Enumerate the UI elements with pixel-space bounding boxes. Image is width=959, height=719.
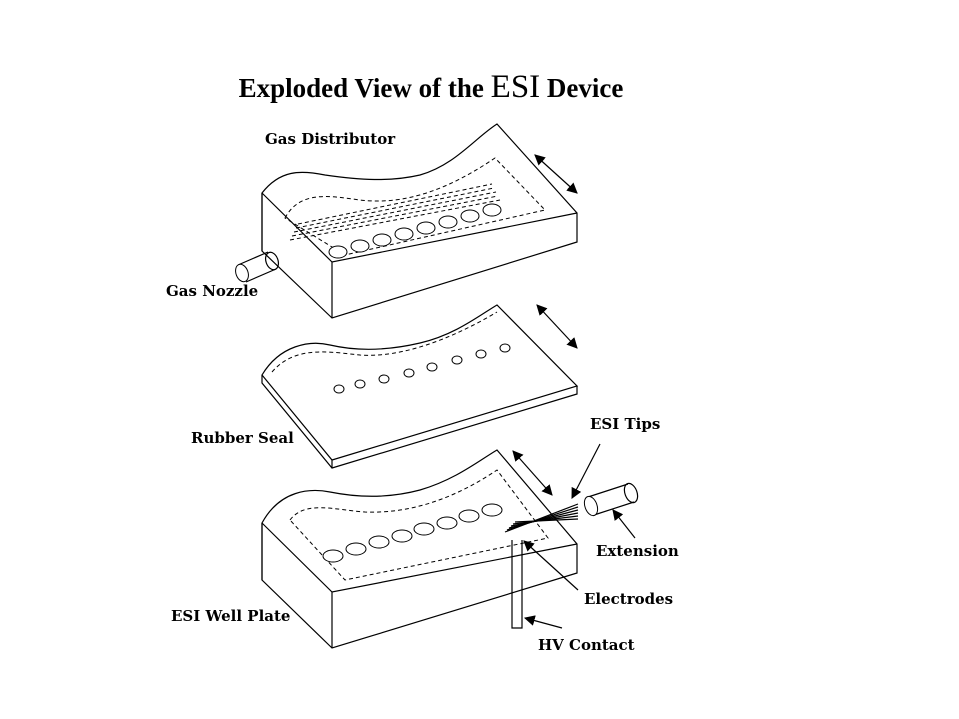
- extension-pointer-arrow: [612, 509, 636, 539]
- esi-well-plate-label: ESI Well Plate: [171, 607, 290, 625]
- esi-well-plate-wells: [322, 503, 503, 563]
- gas-distributor-alignment-arrow: [534, 154, 578, 194]
- esi-tips-label: ESI Tips: [590, 415, 660, 433]
- extension-label: Extension: [596, 542, 679, 560]
- esi-well-plate-block: [261, 449, 579, 649]
- rubber-seal-holes: [333, 343, 511, 394]
- rubber-seal-label: Rubber Seal: [191, 429, 294, 447]
- esi-tips-pointer-arrow: [571, 443, 601, 499]
- gas-distributor-hex-outlets: [328, 203, 502, 259]
- hv-contact-rod: [511, 540, 523, 629]
- extension-cylinder: [583, 482, 639, 517]
- esi-tips-fan: [504, 503, 579, 533]
- title-emphasis: ESI: [491, 69, 541, 105]
- electrodes-label: Electrodes: [584, 590, 673, 608]
- electrodes-pointer-arrow: [523, 540, 579, 591]
- rubber-seal-sheet: [261, 304, 579, 469]
- gas-distributor-block: [261, 123, 578, 319]
- title-suffix: Device: [540, 73, 623, 103]
- hv-contact-label: HV Contact: [538, 636, 635, 654]
- hv-contact-pointer-arrow: [523, 615, 563, 629]
- gas-nozzle-cylinder: [235, 251, 280, 283]
- diagram-title: Exploded View of the ESI Device: [239, 69, 624, 105]
- gas-distributor-channels: [289, 183, 501, 241]
- gas-distributor-label: Gas Distributor: [265, 130, 396, 148]
- gas-nozzle-label: Gas Nozzle: [166, 282, 258, 300]
- title-prefix: Exploded View of the: [239, 73, 491, 103]
- rubber-seal-alignment-arrow: [536, 304, 578, 349]
- esi-well-plate-alignment-arrow: [512, 450, 553, 496]
